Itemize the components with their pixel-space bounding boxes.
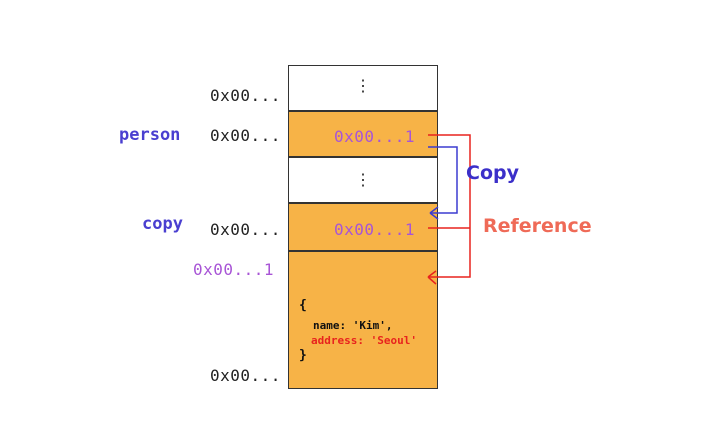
person-value: 0x00...1 (333, 127, 415, 146)
memory-cell-copy: 0x00...1 (288, 203, 438, 251)
memory-cell-object: { name: 'Kim', address: 'Seoul' } (288, 251, 438, 389)
object-close-brace: } (299, 348, 307, 363)
reference-label: Reference (483, 215, 592, 237)
address-label-bottom: 0x00... (210, 366, 281, 385)
variable-copy: copy (142, 214, 183, 234)
address-label-copy: 0x00... (210, 220, 281, 239)
memory-cell-middle: ⋮ (288, 157, 438, 203)
variable-person: person (119, 125, 181, 145)
ellipsis-middle: ⋮ (355, 170, 371, 189)
ellipsis-top: ⋮ (355, 76, 371, 95)
memory-cell-person: 0x00...1 (288, 111, 438, 157)
object-name-line: name: 'Kim', (313, 319, 393, 332)
address-label-row1: 0x00... (210, 86, 281, 105)
object-open-brace: { (299, 298, 307, 313)
address-label-person: 0x00... (210, 126, 281, 145)
memory-cell-top: ⋮ (288, 65, 438, 111)
copy-label: Copy (466, 162, 519, 184)
copy-value: 0x00...1 (333, 220, 415, 239)
object-address-line: address: 'Seoul' (311, 334, 417, 347)
address-label-object: 0x00...1 (193, 260, 275, 279)
